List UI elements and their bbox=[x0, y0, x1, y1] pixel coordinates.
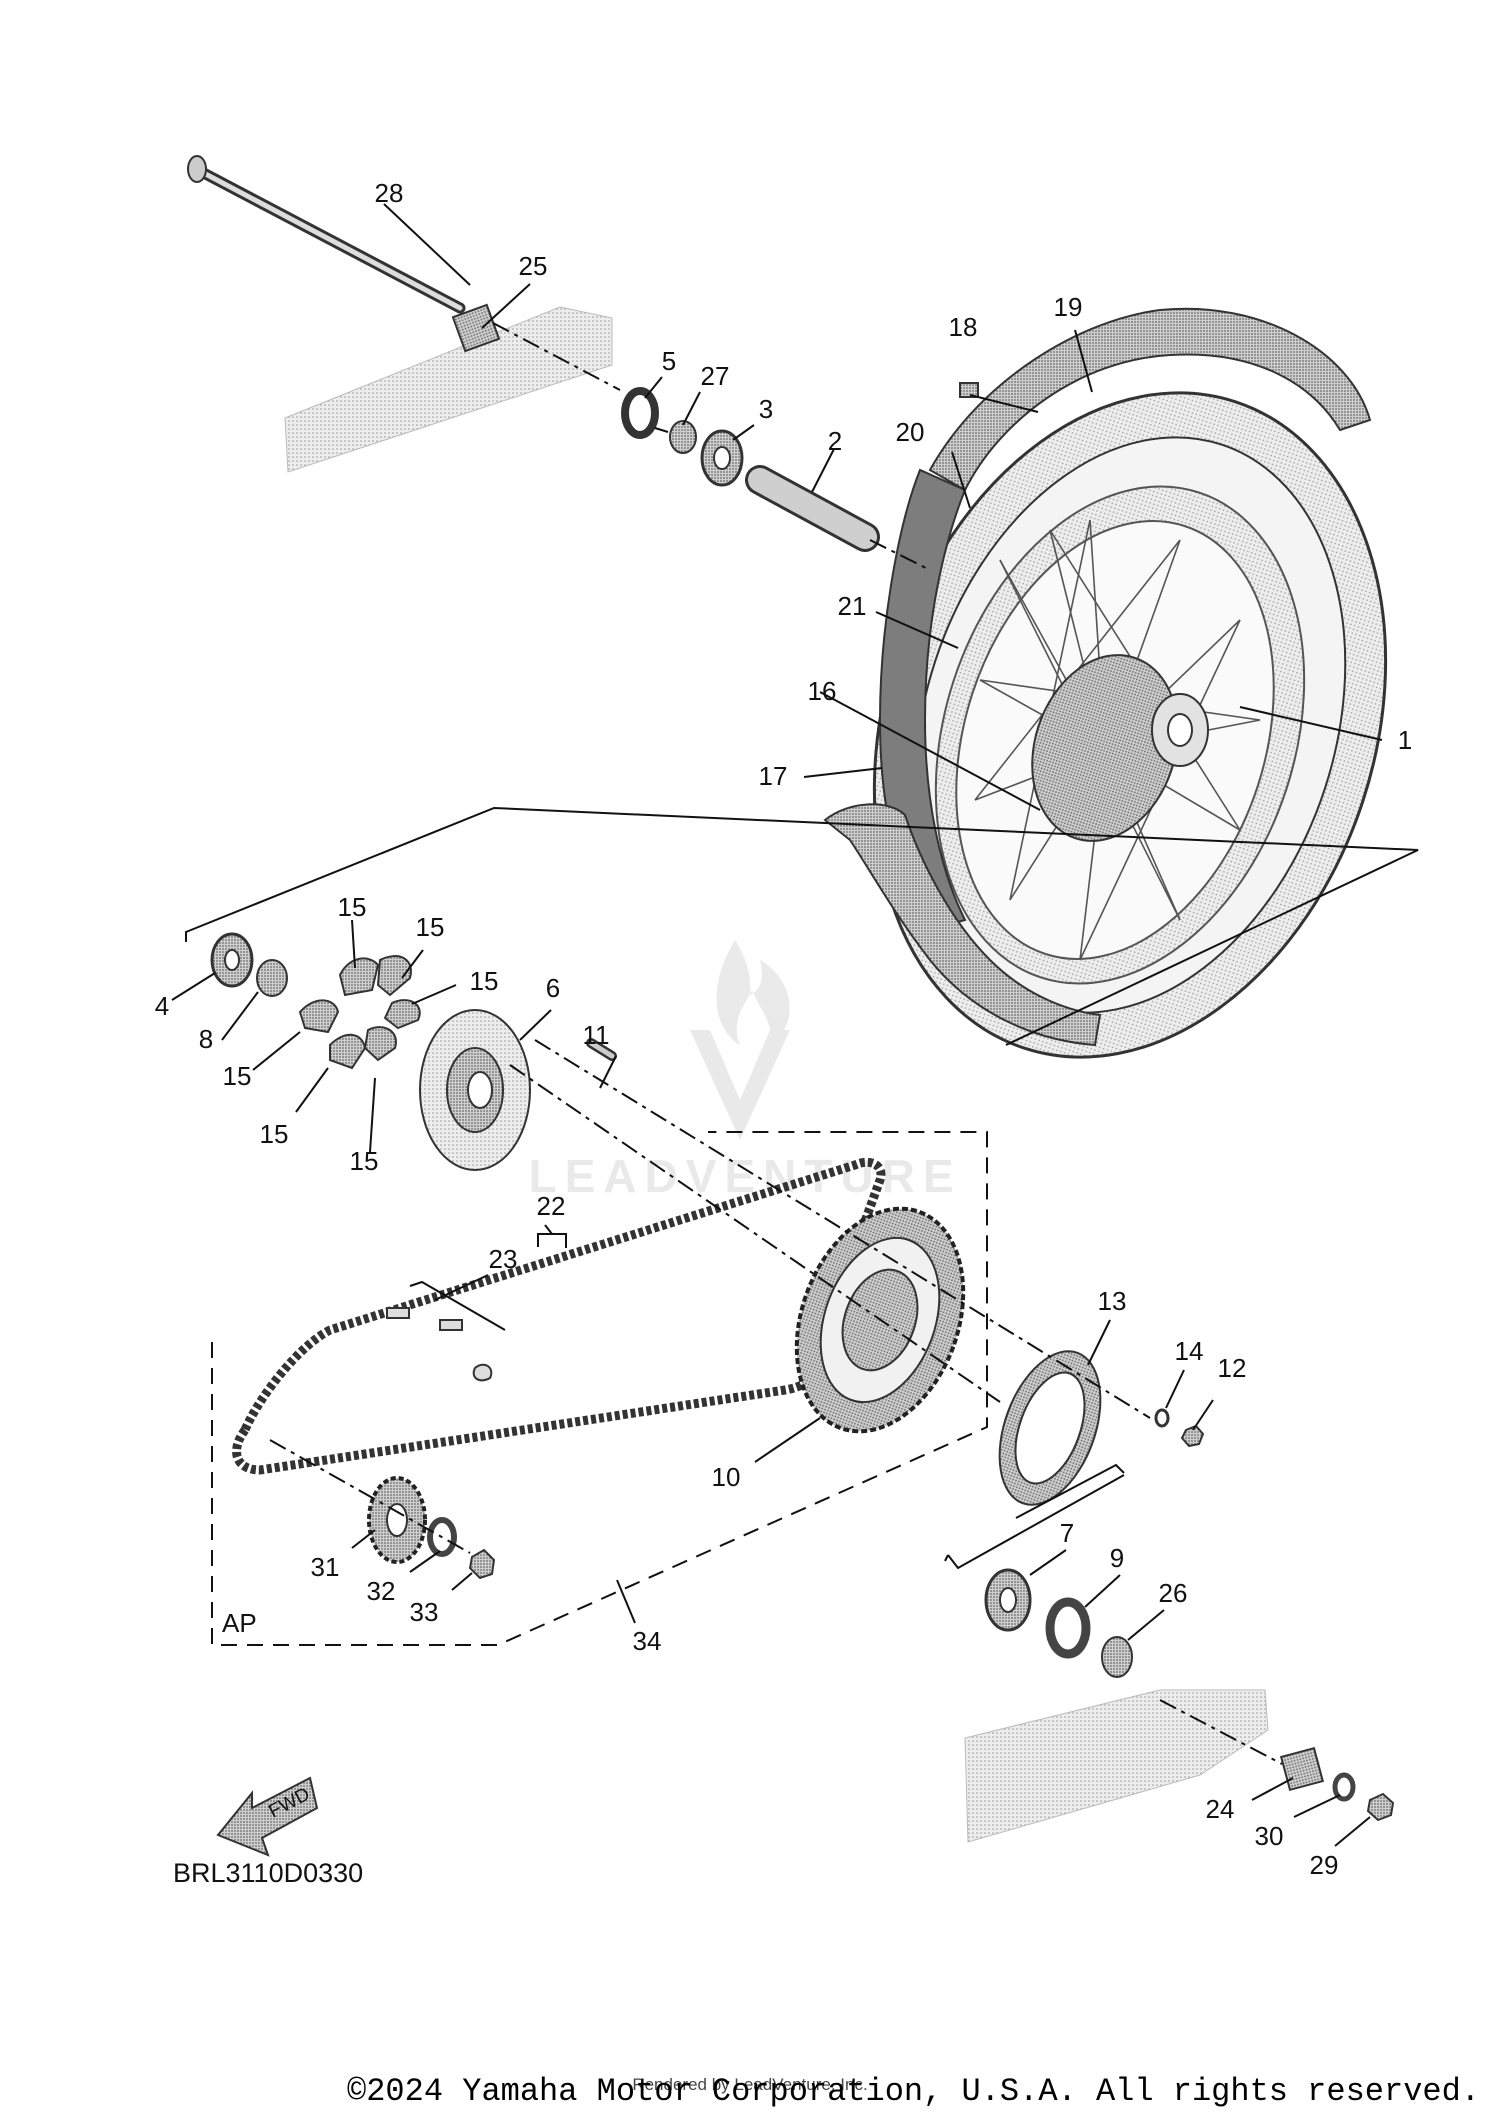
rendered-by: Rendered by LeadVenture, Inc. bbox=[632, 2075, 867, 2094]
tire-lower bbox=[823, 803, 1102, 1047]
axle bbox=[187, 155, 466, 314]
fwd-arrow: FWD bbox=[216, 1776, 319, 1857]
collar-26 bbox=[1101, 1636, 1133, 1678]
rear-wheel bbox=[872, 391, 1388, 1059]
callout: 24 bbox=[1206, 1794, 1235, 1824]
callout: 27 bbox=[701, 361, 730, 391]
callout: 15 bbox=[223, 1061, 252, 1091]
washer-32 bbox=[427, 1517, 457, 1557]
callout: 15 bbox=[338, 892, 367, 922]
watermark-text: LEADVENTURE bbox=[528, 1150, 961, 1202]
callout: 31 bbox=[311, 1552, 340, 1582]
group-label-ap: AP bbox=[222, 1608, 257, 1638]
leader-lines bbox=[171, 203, 1383, 1847]
sprocket-plate-13 bbox=[998, 1350, 1102, 1506]
callout: 29 bbox=[1310, 1850, 1339, 1880]
adjuster-plate-left bbox=[451, 303, 501, 353]
callout: 13 bbox=[1098, 1286, 1127, 1316]
callout: 11 bbox=[583, 1020, 610, 1050]
sprocket-hub-6 bbox=[419, 1009, 531, 1171]
swingarm-right bbox=[964, 1689, 1269, 1843]
callout: 32 bbox=[367, 1576, 396, 1606]
chain-joint bbox=[386, 1307, 493, 1382]
swingarm-left bbox=[284, 306, 613, 473]
callout: 30 bbox=[1255, 1821, 1284, 1851]
adjuster-plate-right bbox=[1279, 1746, 1325, 1792]
valve-cap-18 bbox=[959, 382, 979, 398]
nut-29 bbox=[1366, 1792, 1395, 1822]
collar-5 bbox=[621, 387, 659, 439]
callout: 26 bbox=[1159, 1578, 1188, 1608]
callout: 1 bbox=[1398, 725, 1412, 755]
callout: 3 bbox=[759, 394, 773, 424]
callout: 18 bbox=[949, 312, 978, 342]
callout: 25 bbox=[519, 251, 548, 281]
callout: 28 bbox=[375, 178, 404, 208]
callout: 22 bbox=[537, 1191, 566, 1221]
hub-group-bracket bbox=[185, 806, 1419, 1046]
callout: 16 bbox=[808, 676, 837, 706]
seal-9 bbox=[1045, 1597, 1091, 1659]
callout: 33 bbox=[410, 1597, 439, 1627]
washer-14 bbox=[1154, 1408, 1170, 1428]
callout: 4 bbox=[155, 991, 169, 1021]
callout: 9 bbox=[1110, 1543, 1124, 1573]
callout: 15 bbox=[470, 966, 499, 996]
callout: 20 bbox=[896, 417, 925, 447]
ap-group-outline bbox=[211, 1131, 988, 1646]
stud-11 bbox=[586, 1038, 617, 1061]
callout: 34 bbox=[633, 1626, 662, 1656]
diagram-code: BRL3110D0330 bbox=[173, 1858, 363, 1888]
callout: 17 bbox=[759, 761, 788, 791]
callout: 21 bbox=[838, 591, 867, 621]
washer-30 bbox=[1332, 1772, 1356, 1802]
callout: 23 bbox=[489, 1244, 518, 1274]
callout: 7 bbox=[1060, 1518, 1074, 1548]
callout: 5 bbox=[662, 346, 676, 376]
collar-8 bbox=[256, 959, 288, 997]
callout: 14 bbox=[1175, 1336, 1204, 1366]
copyright: ©2024 Yamaha Motor Corporation, U.S.A. A… bbox=[347, 2073, 1480, 2110]
collar-27 bbox=[669, 420, 697, 454]
callout: 15 bbox=[416, 912, 445, 942]
callout: 2 bbox=[828, 426, 842, 456]
dampers-15 bbox=[298, 955, 421, 1070]
spacer-2 bbox=[745, 465, 880, 552]
callout: 8 bbox=[199, 1024, 213, 1054]
drive-sprocket bbox=[367, 1476, 427, 1564]
tire-tread bbox=[928, 307, 1372, 492]
nut-33 bbox=[468, 1548, 496, 1580]
callout: 6 bbox=[546, 973, 560, 1003]
callout: 19 bbox=[1054, 292, 1083, 322]
callout: 15 bbox=[350, 1146, 379, 1176]
callout-numbers: 28 25 5 27 3 2 18 19 20 21 16 1 17 15 15… bbox=[155, 178, 1412, 1880]
watermark: LEADVENTURE bbox=[528, 940, 961, 1202]
callout: 15 bbox=[260, 1119, 289, 1149]
callout: 12 bbox=[1218, 1353, 1247, 1383]
callout: 10 bbox=[712, 1462, 741, 1492]
